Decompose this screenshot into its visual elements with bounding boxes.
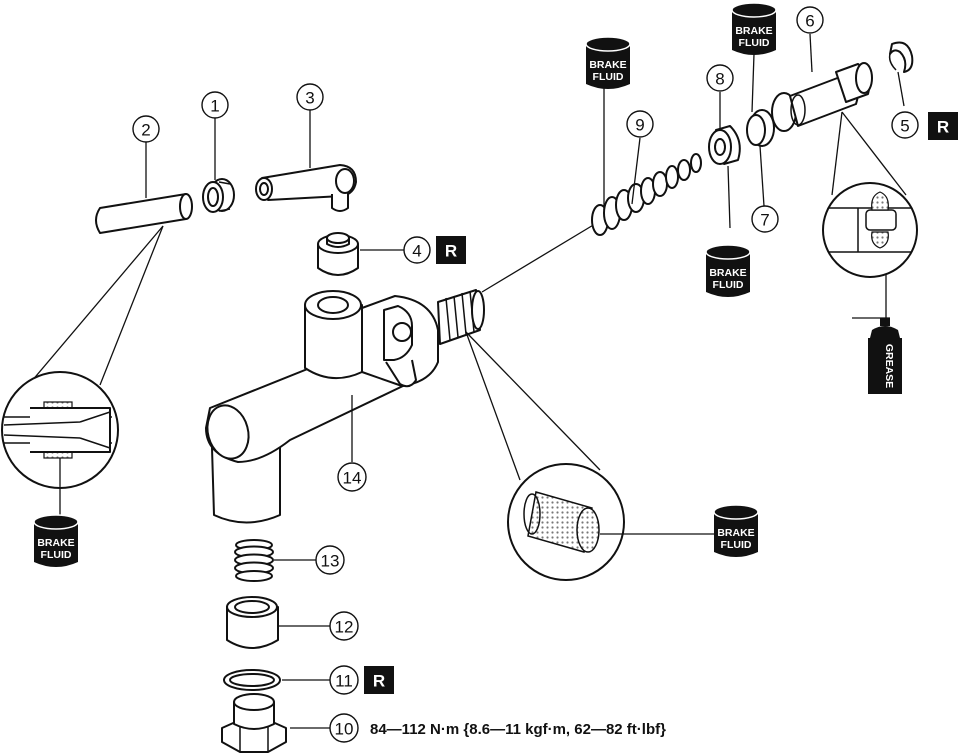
callout-7: 7 <box>751 205 779 233</box>
hose-part <box>95 193 193 234</box>
svg-text:BRAKE: BRAKE <box>717 527 754 539</box>
callout-2: 2 <box>132 115 160 143</box>
svg-text:10: 10 <box>335 720 354 739</box>
detail-hose-end <box>1 225 164 515</box>
callout-12: 12 <box>329 611 359 641</box>
callout-4: 4 <box>403 236 431 264</box>
callout-5: 5 <box>891 111 919 139</box>
spring-part <box>591 153 702 236</box>
cup-part <box>746 109 775 147</box>
cap-part <box>317 232 359 276</box>
callout-11: 11 <box>329 665 359 695</box>
svg-text:FLUID: FLUID <box>721 539 752 551</box>
svg-text:8: 8 <box>715 70 724 89</box>
replace-badge-11: R <box>364 666 394 694</box>
replace-badge-5: R <box>928 112 958 140</box>
detail-piston-grease <box>822 111 918 318</box>
callout-6: 6 <box>796 6 824 34</box>
brake-fluid-icon-left: BRAKE FLUID <box>33 514 79 567</box>
callout-3: 3 <box>296 83 324 111</box>
callout-9: 9 <box>626 110 654 138</box>
svg-text:7: 7 <box>760 211 769 230</box>
svg-text:13: 13 <box>321 552 340 571</box>
svg-text:BRAKE: BRAKE <box>589 59 626 71</box>
svg-text:GREASE: GREASE <box>883 344 895 388</box>
svg-text:R: R <box>937 118 949 137</box>
ring-seal-part <box>708 125 741 165</box>
return-spring-part <box>234 539 274 582</box>
svg-text:9: 9 <box>635 116 644 135</box>
brake-fluid-icon-upper-right: BRAKE FLUID <box>731 2 777 55</box>
hose-clamp-part <box>202 178 235 213</box>
svg-text:2: 2 <box>141 121 150 140</box>
hose-joint-part <box>255 164 357 212</box>
brake-fluid-icon-middle: BRAKE FLUID <box>705 244 751 297</box>
torque-spec: 84—112 N·m {8.6—11 kgf·m, 62—82 ft·lbf} <box>370 721 666 738</box>
callout-10: 10 <box>329 713 359 743</box>
callout-8: 8 <box>706 64 734 92</box>
svg-text:FLUID: FLUID <box>739 37 770 49</box>
snap-ring-part <box>888 41 914 73</box>
svg-text:11: 11 <box>335 672 353 691</box>
replace-badge-4: R <box>436 236 466 264</box>
pushrod-line <box>481 223 596 293</box>
brake-fluid-icon-right: BRAKE FLUID <box>713 504 759 557</box>
svg-text:FLUID: FLUID <box>713 279 744 291</box>
svg-text:14: 14 <box>343 469 362 488</box>
callout-leaders <box>145 33 905 729</box>
cylinder-body-part <box>205 289 485 524</box>
detail-pushrod-sleeve <box>465 331 714 581</box>
svg-text:FLUID: FLUID <box>41 549 72 561</box>
svg-text:4: 4 <box>412 242 421 261</box>
svg-text:5: 5 <box>900 117 909 136</box>
plug-bolt-part <box>221 693 287 753</box>
sleeve-part <box>226 596 279 649</box>
svg-text:1: 1 <box>210 97 219 116</box>
svg-text:R: R <box>445 242 457 261</box>
svg-text:BRAKE: BRAKE <box>37 537 74 549</box>
piston-part <box>771 62 873 132</box>
svg-text:6: 6 <box>805 12 814 31</box>
svg-text:R: R <box>373 672 385 691</box>
grease-can-icon: GREASE <box>852 317 902 394</box>
svg-text:BRAKE: BRAKE <box>709 267 746 279</box>
svg-text:BRAKE: BRAKE <box>735 25 772 37</box>
o-ring-part <box>223 669 281 691</box>
callout-13: 13 <box>315 545 345 575</box>
callout-1: 1 <box>201 91 229 119</box>
svg-text:12: 12 <box>335 618 354 637</box>
callout-14: 14 <box>337 462 367 492</box>
brake-fluid-icon-top: BRAKE FLUID <box>585 36 631 89</box>
svg-text:3: 3 <box>305 89 314 108</box>
svg-text:FLUID: FLUID <box>593 71 624 83</box>
